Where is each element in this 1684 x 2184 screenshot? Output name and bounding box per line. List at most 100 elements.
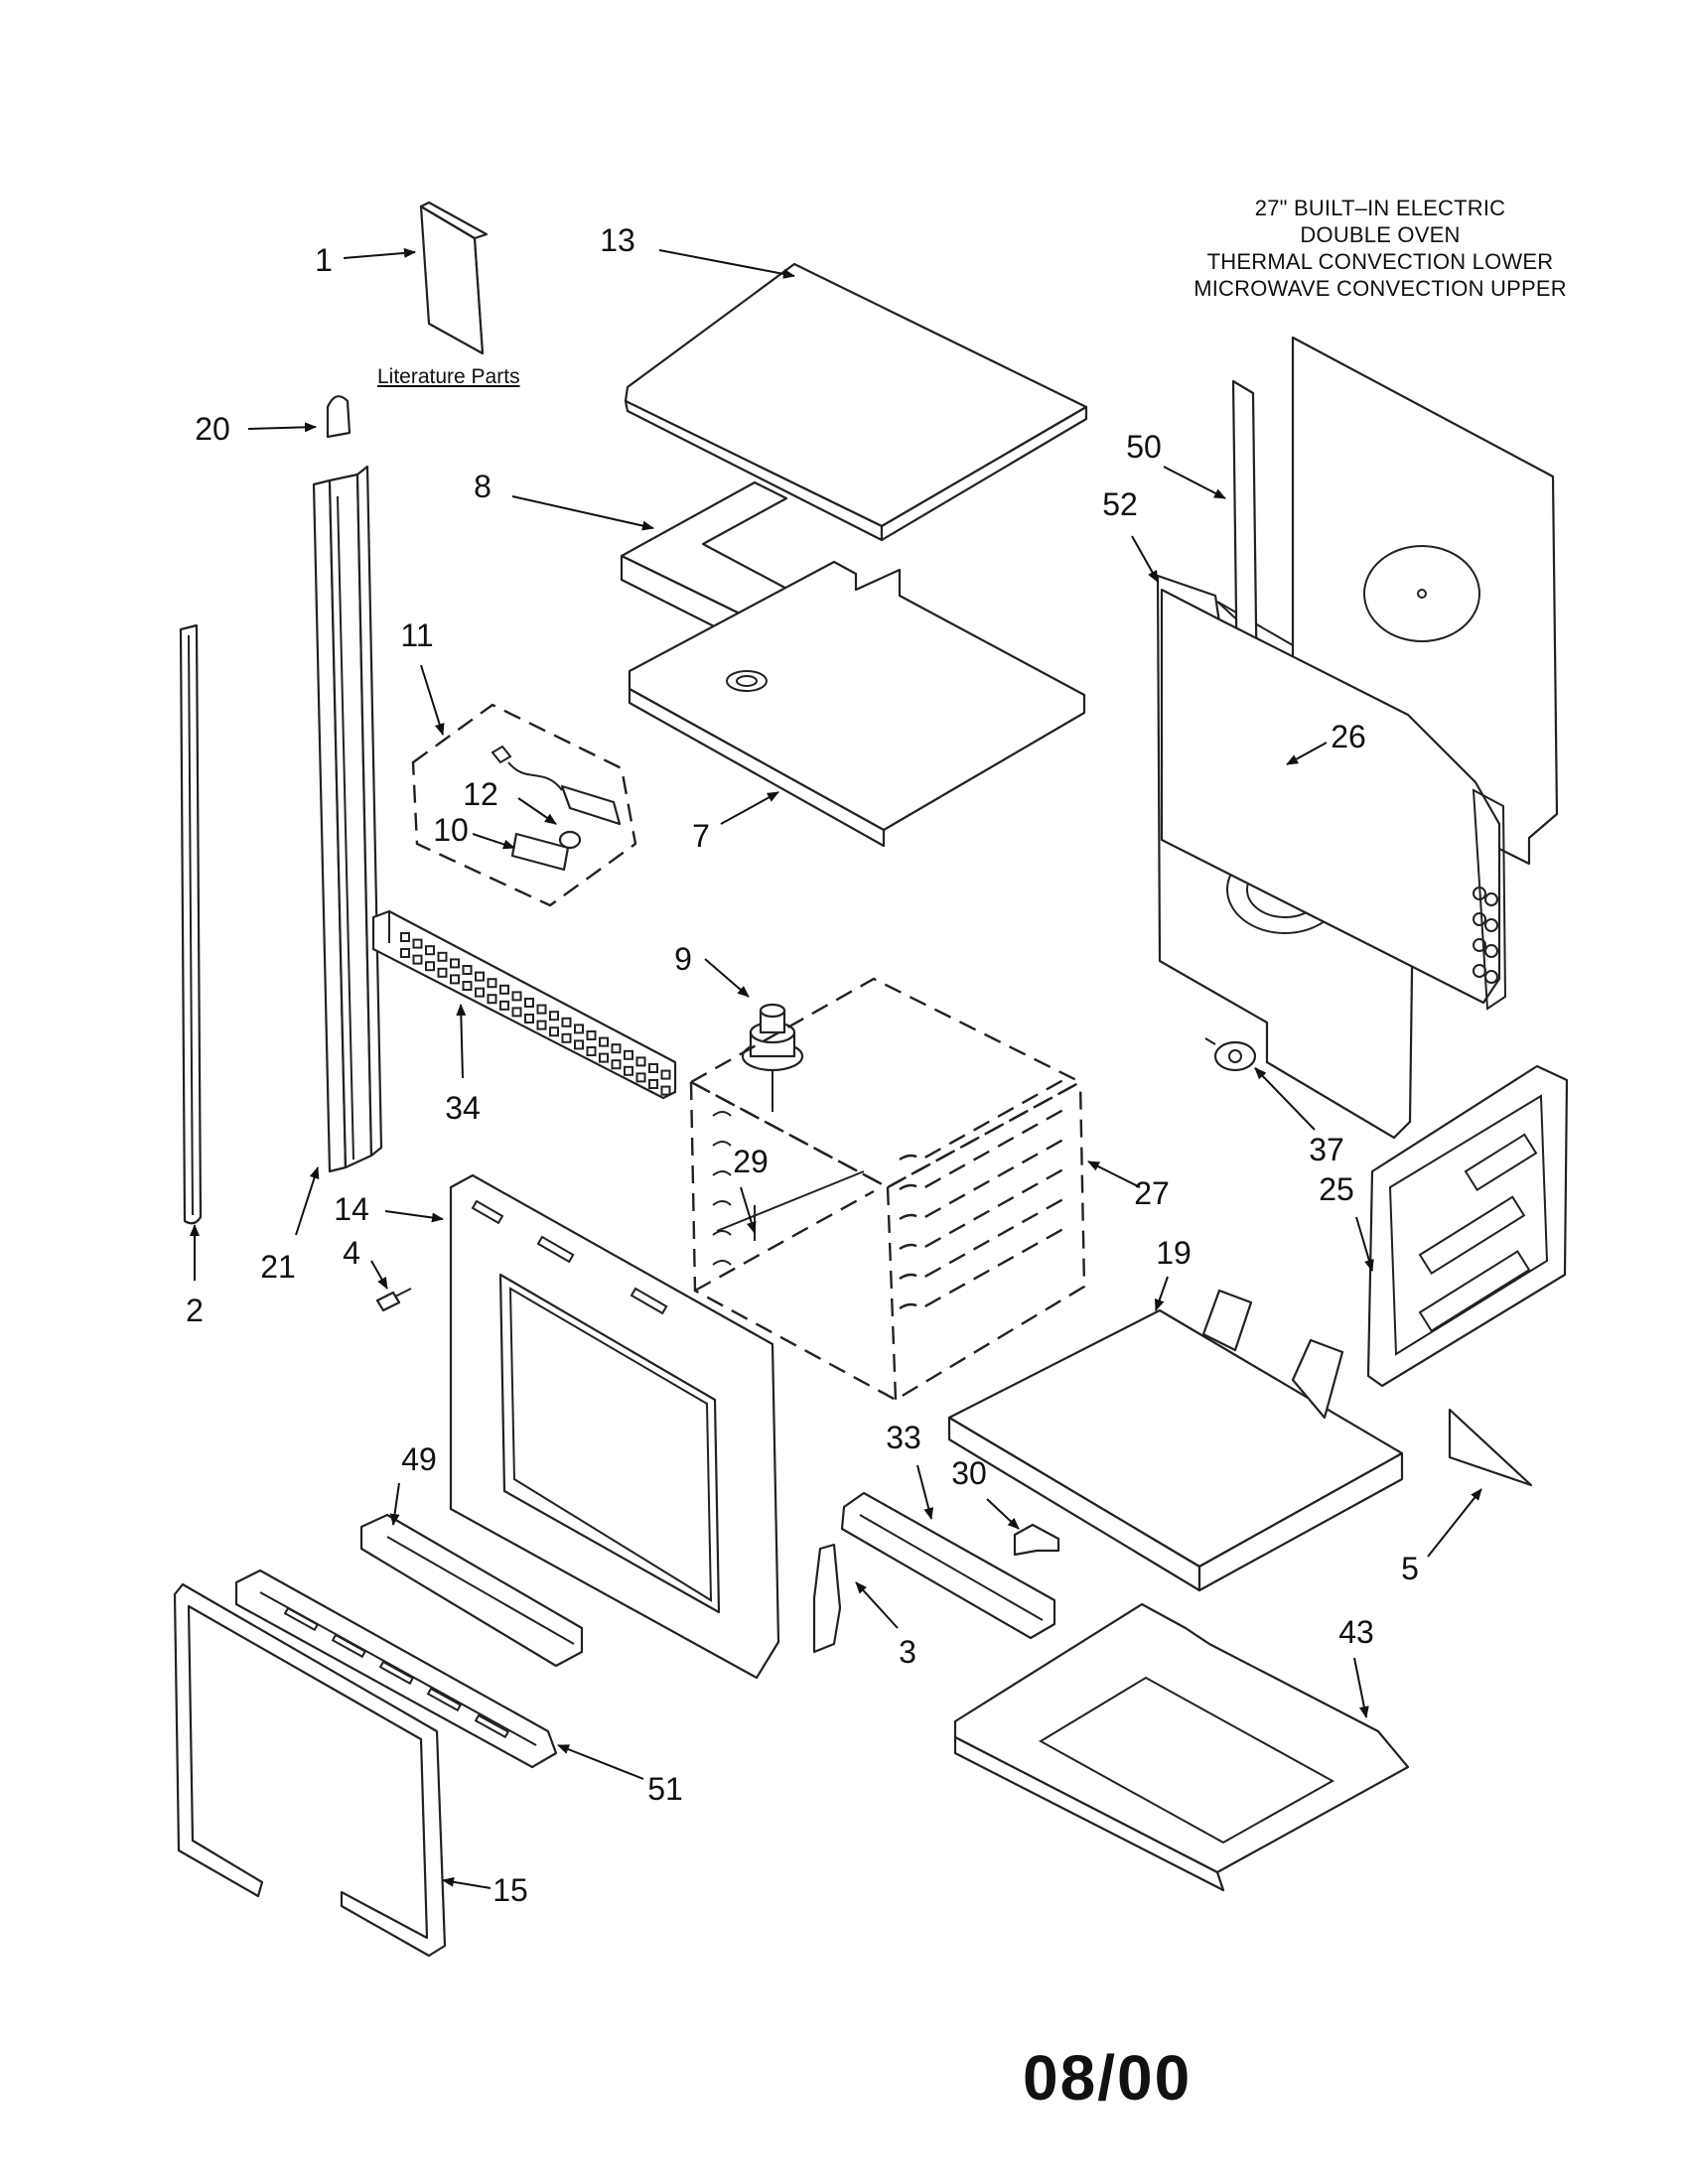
part-label-7: 7: [692, 818, 710, 854]
part-33-rail: [840, 1491, 1056, 1640]
panel-hole: [1484, 944, 1498, 958]
vent-slot: [549, 1026, 559, 1037]
part-label-30: 30: [951, 1455, 987, 1491]
part-29-element: [716, 1170, 865, 1241]
vent-slot: [561, 1017, 572, 1027]
part-27-oven-cavity: [688, 977, 1086, 1402]
vent-slot: [660, 1085, 671, 1096]
vent-slot: [450, 974, 460, 985]
panel-hole: [1473, 912, 1486, 926]
part-15-door-gasket: [173, 1582, 447, 1958]
part-3-hinge-bracket: [812, 1543, 842, 1654]
part-51-lower-trim: [234, 1569, 558, 1769]
part-label-52: 52: [1102, 486, 1138, 522]
vent-slot: [462, 981, 473, 991]
title-line-3: THERMAL CONVECTION LOWER: [1206, 249, 1554, 274]
rack-support: [712, 1141, 732, 1147]
part-14-front-frame: [449, 1173, 780, 1680]
title-line-4: MICROWAVE CONVECTION UPPER: [1193, 276, 1567, 301]
rack-support: [712, 1170, 732, 1176]
part-label-33: 33: [886, 1420, 921, 1455]
part-7-top-wrapper: [628, 560, 1086, 848]
part-label-2: 2: [186, 1293, 204, 1328]
vent-slot: [450, 958, 460, 969]
vent-slot: [648, 1079, 658, 1089]
vent-slot: [611, 1059, 622, 1070]
trim-slot: [474, 1713, 510, 1739]
part-2-trim-strip: [179, 623, 203, 1225]
rack-support: [712, 1230, 732, 1236]
vent-slot: [611, 1043, 622, 1054]
vent-slot: [660, 1069, 671, 1080]
part-label-20: 20: [195, 411, 230, 447]
part-label-15: 15: [492, 1872, 528, 1908]
part-label-3: 3: [899, 1634, 916, 1670]
vent-slot: [437, 951, 448, 962]
vent-slot: [586, 1046, 597, 1056]
trim-slot: [283, 1606, 320, 1632]
vent-slot: [412, 938, 423, 949]
vent-slot: [648, 1063, 658, 1073]
panel-hole: [1484, 970, 1498, 984]
title-line-2: DOUBLE OVEN: [1300, 222, 1461, 247]
panel-hole: [1473, 887, 1486, 900]
part-label-25: 25: [1319, 1171, 1354, 1207]
rack-support: [899, 1104, 1071, 1191]
rack-support: [899, 1074, 1071, 1161]
part-30-clip: [1013, 1523, 1060, 1557]
part-label-13: 13: [600, 222, 635, 258]
part-label-9: 9: [674, 941, 692, 977]
vent-slot: [499, 1000, 509, 1011]
rack-support: [899, 1223, 1071, 1310]
rack-support: [899, 1193, 1071, 1281]
vent-slot: [524, 1014, 534, 1024]
part-13-top-insulation: [624, 262, 1088, 542]
leader-arrows: [190, 247, 1482, 1889]
rack-support: [712, 1200, 732, 1206]
vent-slot: [635, 1072, 646, 1083]
vent-slot: [487, 994, 497, 1005]
vent-slot: [549, 1011, 559, 1022]
part-9-fan-motor: [741, 1003, 804, 1112]
literature-parts-label: Literature Parts: [377, 365, 520, 388]
rack-support: [899, 1163, 1071, 1251]
part-label-5: 5: [1401, 1551, 1419, 1586]
part-label-19: 19: [1156, 1235, 1192, 1271]
rack-support: [712, 1260, 732, 1266]
part-43-bottom-wrapper: [953, 1602, 1410, 1892]
part-1-literature: [419, 201, 489, 355]
part-label-8: 8: [474, 469, 491, 504]
part-5-bracket: [1448, 1408, 1533, 1487]
vent-slot: [599, 1052, 609, 1063]
part-19-bottom-shelf: [947, 1289, 1404, 1592]
part-20-cap: [326, 395, 351, 439]
part-label-12: 12: [463, 776, 498, 812]
vent-slot: [400, 948, 410, 958]
part-label-14: 14: [334, 1191, 369, 1227]
vent-slot: [599, 1036, 609, 1047]
vent-slot: [536, 1020, 547, 1030]
vent-slot: [487, 978, 497, 989]
part-label-51: 51: [647, 1771, 683, 1807]
part-11-light-kit: [411, 703, 637, 907]
vent-slot: [511, 1007, 522, 1018]
part-21-side-channel: [312, 465, 383, 1173]
vent-slot: [511, 991, 522, 1002]
part-label-27: 27: [1134, 1175, 1170, 1211]
part-label-29: 29: [733, 1144, 769, 1179]
part-37-thermostat: [1204, 1037, 1266, 1075]
trim-slot: [426, 1687, 463, 1712]
vent-slot: [586, 1030, 597, 1040]
part-label-1: 1: [315, 242, 333, 278]
part-label-4: 4: [343, 1235, 360, 1271]
vent-slot: [574, 1024, 584, 1034]
part-label-11: 11: [400, 617, 434, 653]
trim-slot: [331, 1633, 367, 1659]
vent-slot: [475, 987, 485, 998]
panel-hole: [1473, 964, 1486, 978]
panel-hole: [1473, 938, 1486, 952]
rack-support: [899, 1134, 1071, 1221]
vent-slot: [425, 945, 435, 956]
vent-slot: [499, 984, 509, 995]
